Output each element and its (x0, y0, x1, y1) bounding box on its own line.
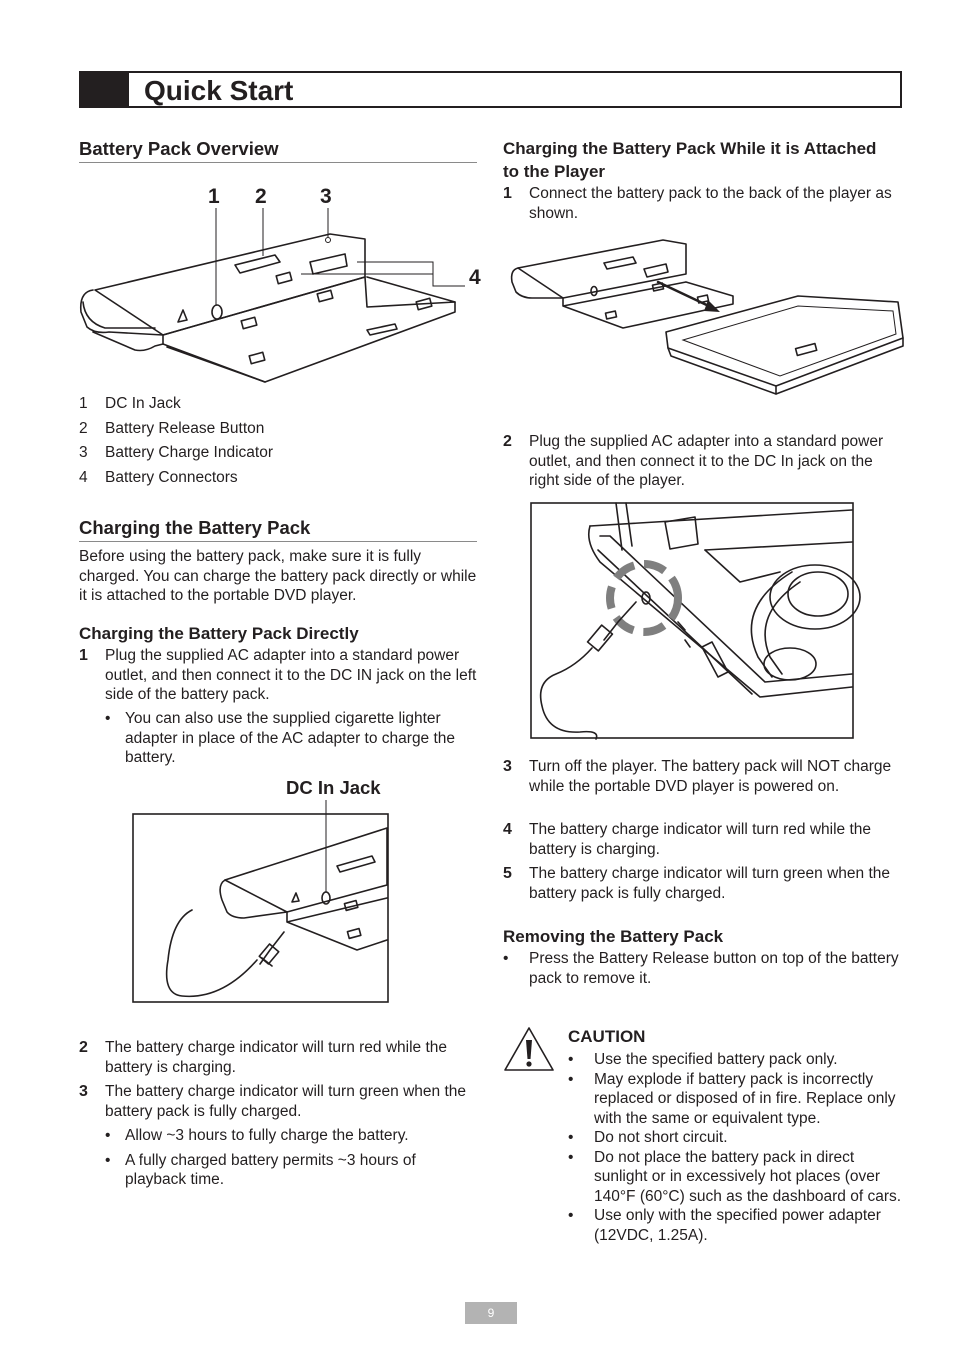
callout-label-4: 4 (469, 266, 481, 289)
caution-item: •Use only with the specified power adapt… (568, 1207, 881, 1244)
page-number: 9 (465, 1302, 517, 1324)
charging-heading: Charging the Battery Pack (79, 517, 311, 538)
directly-step-3-bullets: •Allow ~3 hours to fully charge the batt… (105, 1127, 416, 1188)
heading-rule (79, 162, 477, 163)
callout-label-3: 3 (320, 185, 332, 208)
battery-pack-overview-figure: 1 2 3 4 (79, 185, 481, 383)
caution-list: •Use the specified battery pack only. •M… (568, 1050, 906, 1245)
caution-item: •Use the specified battery pack only. (568, 1051, 838, 1068)
player-dc-in-figure (530, 502, 861, 740)
attach-battery-figure (510, 239, 904, 395)
removing-heading: Removing the Battery Pack (503, 927, 724, 946)
caution-item: •Do not short circuit. (568, 1129, 728, 1146)
directly-step-1-bullet: •You can also use the supplied cigarette… (105, 710, 456, 766)
callout-label-2: 2 (255, 185, 267, 208)
caution-item: •Do not place the battery pack in direct… (568, 1148, 902, 1205)
battery-overview-heading: Battery Pack Overview (79, 138, 279, 159)
charging-intro: Before using the battery pack, make sure… (79, 548, 477, 604)
caution-item: •May explode if battery pack is incorrec… (568, 1070, 896, 1127)
dc-in-jack-figure-label: DC In Jack (286, 777, 381, 798)
charging-directly-heading: Charging the Battery Pack Directly (79, 624, 359, 643)
attached-heading: Charging the Battery Pack While it is At… (503, 139, 877, 181)
heading-rule (79, 541, 477, 542)
header-block (81, 73, 129, 106)
page-header: Quick Start (79, 71, 902, 108)
callout-leader-lines (215, 208, 465, 306)
page-title: Quick Start (144, 75, 294, 106)
callout-label-1: 1 (208, 185, 220, 208)
warning-triangle-icon (504, 1027, 554, 1071)
caution-heading: CAUTION (568, 1027, 646, 1046)
dc-in-jack-figure (132, 800, 389, 1003)
removing-bullet: •Press the Battery Release button on top… (503, 950, 899, 987)
battery-pack-drawing (79, 233, 456, 383)
